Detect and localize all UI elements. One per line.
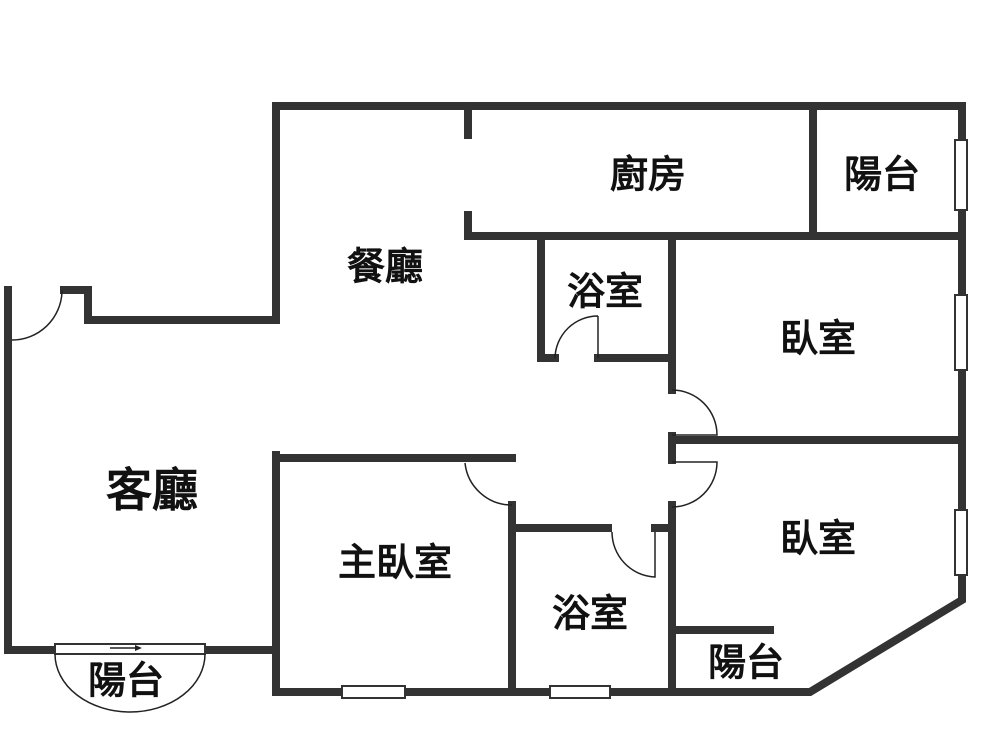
balcony-door-arc: [54, 653, 206, 713]
window: [549, 685, 611, 699]
bath-south-door: [611, 531, 656, 578]
room-labels: 廚房 陽台 餐廳 浴室 臥室 客廳 主臥室 浴室 臥室 陽台 陽台: [88, 152, 920, 703]
label-master-bedroom: 主臥室: [338, 540, 452, 585]
label-living: 客廳: [106, 463, 198, 517]
window: [341, 685, 406, 699]
doors: [11, 290, 718, 713]
bedroom-south-door: [671, 461, 718, 508]
entry-door: [11, 290, 63, 341]
label-bath-north: 浴室: [567, 269, 643, 314]
label-bath-south: 浴室: [552, 591, 628, 636]
label-balcony-southeast: 陽台: [708, 640, 784, 685]
bath-north-door: [554, 315, 599, 359]
windows: [54, 139, 968, 699]
walls: [4, 102, 966, 696]
window: [954, 294, 968, 371]
label-kitchen: 廚房: [610, 152, 686, 197]
sliding-door: [54, 643, 206, 655]
master-bedroom-door: [464, 462, 513, 506]
label-balcony-southwest: 陽台: [88, 658, 164, 703]
label-bedroom-north: 臥室: [780, 316, 856, 361]
bedroom-north-door: [671, 389, 718, 436]
window: [954, 139, 968, 211]
window: [954, 509, 968, 576]
label-dining: 餐廳: [347, 244, 423, 289]
label-bedroom-south: 臥室: [780, 516, 856, 561]
label-balcony-top: 陽台: [844, 152, 920, 197]
